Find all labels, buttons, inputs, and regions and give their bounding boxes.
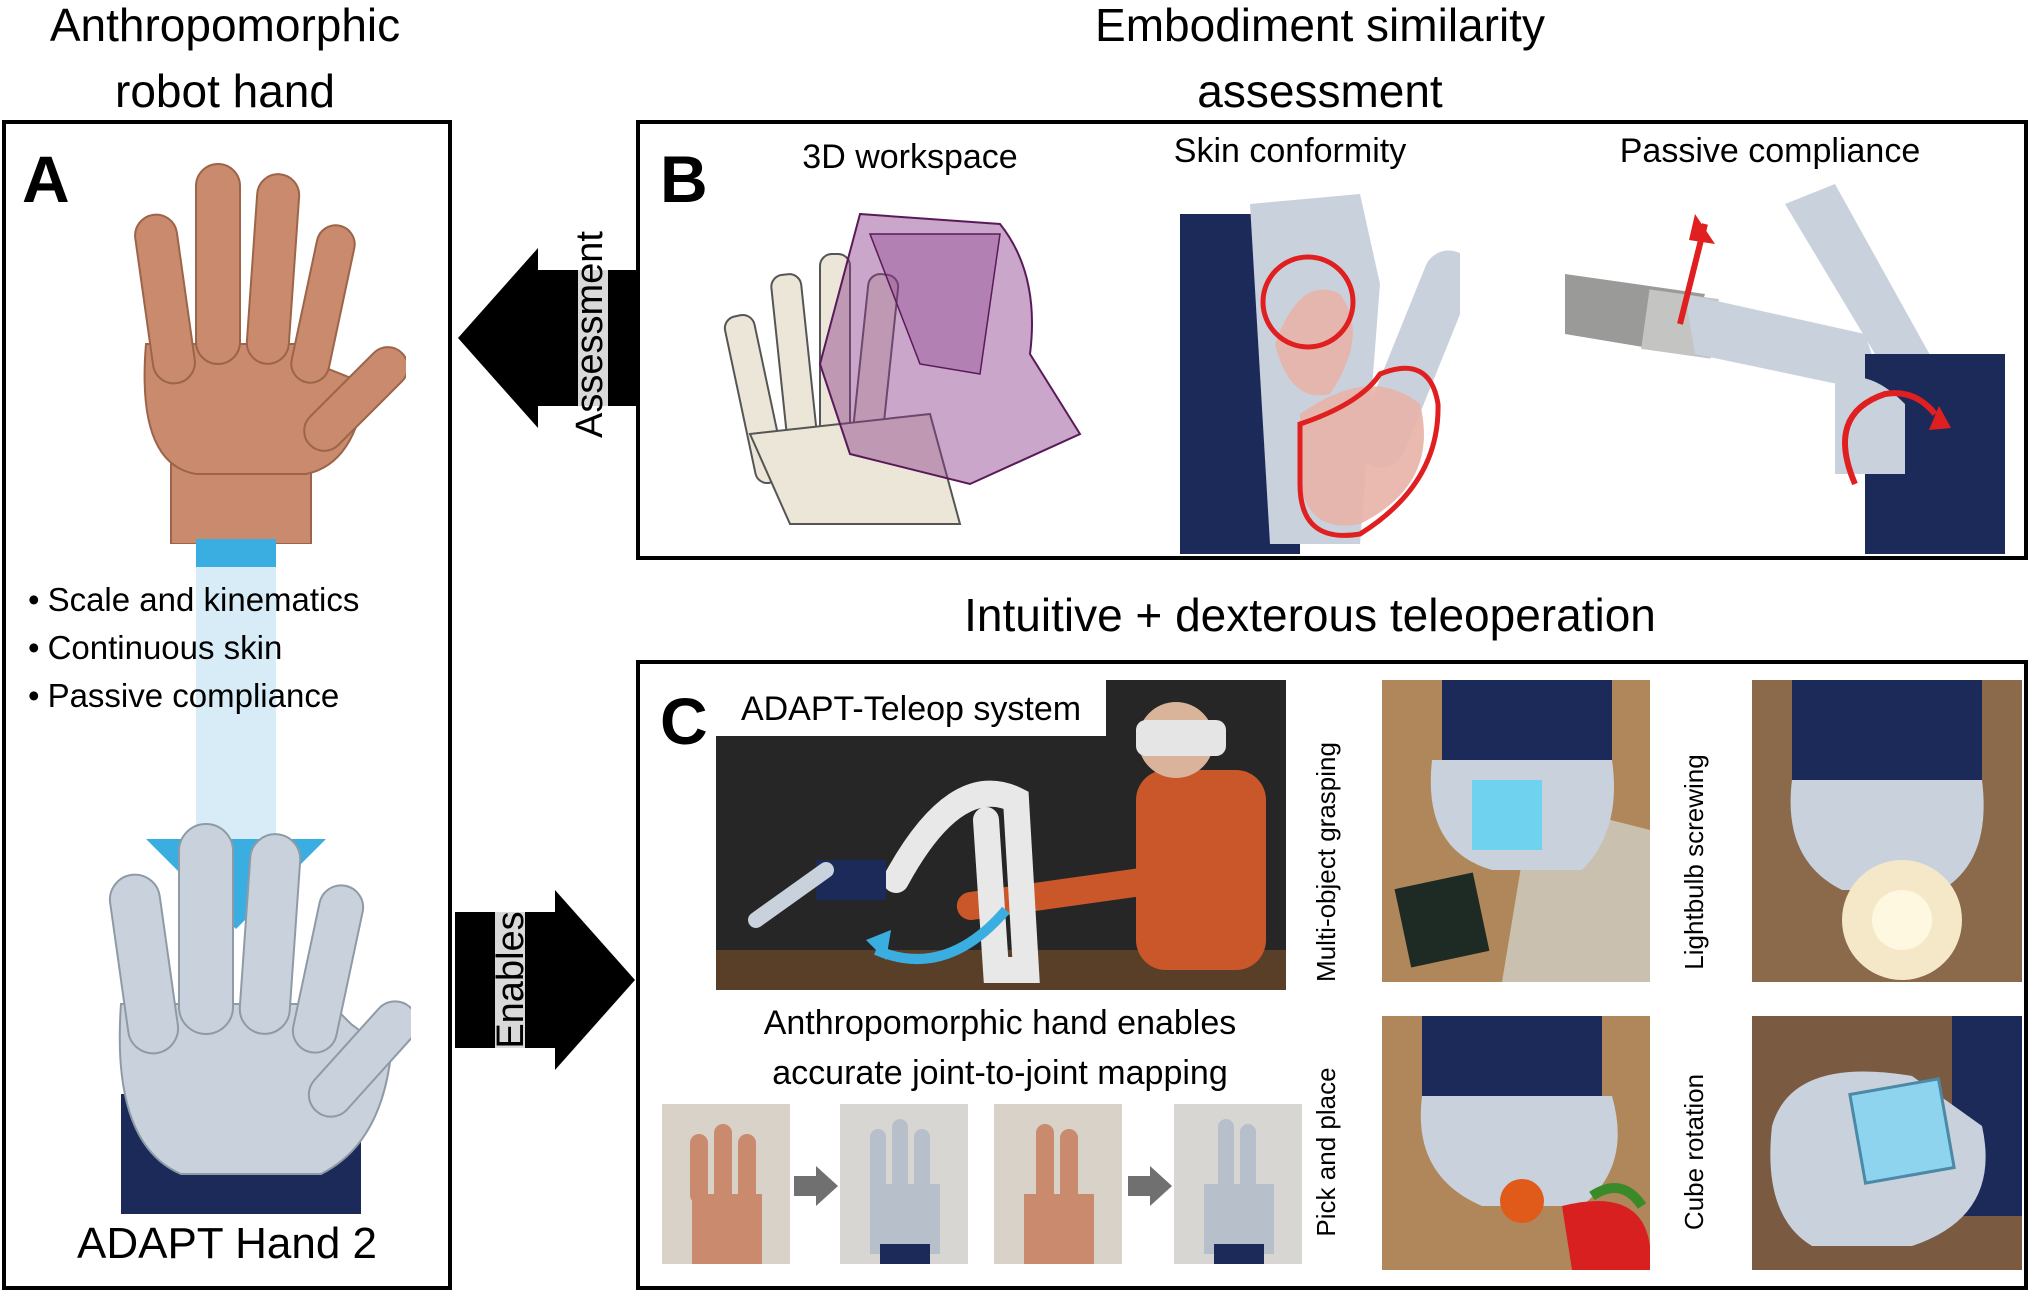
gesture-arrow-2 (1128, 1164, 1172, 1208)
enables-label: Enables (490, 911, 532, 1049)
heading-a-line2: robot hand (115, 65, 335, 117)
heading-embodiment-similarity: Embodiment similarity assessment (920, 0, 1720, 124)
teleop-system-illustration (716, 680, 1286, 990)
robot-gesture-2-illustration (1174, 1104, 1302, 1264)
right-arrow-small-icon-2 (1128, 1166, 1172, 1206)
left-arrow-icon (458, 248, 638, 428)
cube-rotation-illustration (1752, 1016, 2022, 1270)
workspace-caption: 3D workspace (802, 138, 1018, 176)
heading-b-line2: assessment (1197, 65, 1443, 117)
right-arrow-icon (455, 890, 635, 1070)
pick-and-place-illustration (1382, 1016, 1650, 1270)
adapt-hand-photo (61, 814, 411, 1214)
heading-anthropomorphic-robot-hand: Anthropomorphic robot hand (0, 0, 450, 124)
task-photo-pick-and-place (1382, 1016, 1650, 1270)
bullet-scale-kinematics: Scale and kinematics (28, 576, 360, 624)
panel-c: C ADAPT-Teleop system Anthropomorphic ha… (636, 660, 2028, 1290)
skin-conformity-caption: Skin conformity (1173, 132, 1407, 170)
panel-a-letter: A (22, 142, 70, 216)
passive-compliance-illustration (1565, 184, 2005, 554)
panel-a: A Scale and kinematics Continuous skin P… (2, 120, 452, 1290)
passive-compliance-caption: Passive compliance (1619, 132, 1921, 170)
assessment-arrow (458, 248, 638, 428)
gesture-arrow-1 (794, 1164, 838, 1208)
task-photo-multi-object-grasping (1382, 680, 1650, 982)
robot-hand-illustration (108, 823, 411, 1214)
design-principles-list: Scale and kinematics Continuous skin Pas… (28, 576, 360, 720)
task-photo-cube-rotation (1752, 1016, 2022, 1270)
workspace-illustration (723, 212, 1082, 525)
workspace-render (700, 194, 1120, 554)
bullet-passive-compliance: Passive compliance (28, 672, 359, 720)
task-label-lightbulb-screwing: Lightbulb screwing (1679, 754, 1709, 970)
human-gesture-photo-2 (994, 1104, 1122, 1264)
passive-compliance-photo (1565, 184, 2005, 554)
right-arrow-small-icon (794, 1166, 838, 1206)
mapping-caption-line1: Anthropomorphic hand enables (763, 1004, 1237, 1042)
heading-a-line1: Anthropomorphic (49, 0, 401, 51)
human-gesture-photo-1 (662, 1104, 790, 1264)
adapt-hand-caption: ADAPT Hand 2 (76, 1219, 377, 1268)
robot-gesture-1-illustration (840, 1104, 968, 1264)
teleop-system-photo (716, 680, 1286, 990)
task-label-pick-and-place: Pick and place (1311, 1067, 1341, 1237)
assessment-label: Assessment (569, 231, 611, 438)
panel-b: B 3D workspace Skin conformity Passive c… (636, 120, 2028, 560)
panel-b-letter: B (660, 142, 708, 216)
human-hand-photo (66, 144, 406, 544)
skin-conformity-photo (1160, 184, 1460, 554)
heading-b-line1: Embodiment similarity (1095, 0, 1545, 51)
task-photo-lightbulb-screwing (1752, 680, 2022, 982)
skin-conformity-illustration (1160, 184, 1460, 554)
lightbulb-screwing-illustration (1752, 680, 2022, 982)
task-label-multi-object-grasping: Multi-object grasping (1311, 742, 1341, 982)
enables-arrow (455, 890, 635, 1070)
bullet-continuous-skin: Continuous skin (28, 624, 359, 672)
heading-intuitive-teleoperation: Intuitive + dexterous teleoperation (964, 589, 1656, 641)
human-hand-illustration (134, 163, 406, 544)
robot-gesture-photo-1 (840, 1104, 968, 1264)
human-gesture-1-illustration (662, 1104, 790, 1264)
teleop-system-label: ADAPT-Teleop system (740, 690, 1082, 728)
panel-c-letter: C (660, 684, 708, 758)
human-gesture-2-illustration (994, 1104, 1122, 1264)
mapping-caption-line2: accurate joint-to-joint mapping (772, 1054, 1228, 1092)
task-label-cube-rotation: Cube rotation (1679, 1073, 1709, 1231)
multi-object-grasping-illustration (1382, 680, 1650, 982)
mapping-caption: Anthropomorphic hand enables accurate jo… (700, 998, 1300, 1098)
robot-gesture-photo-2 (1174, 1104, 1302, 1264)
